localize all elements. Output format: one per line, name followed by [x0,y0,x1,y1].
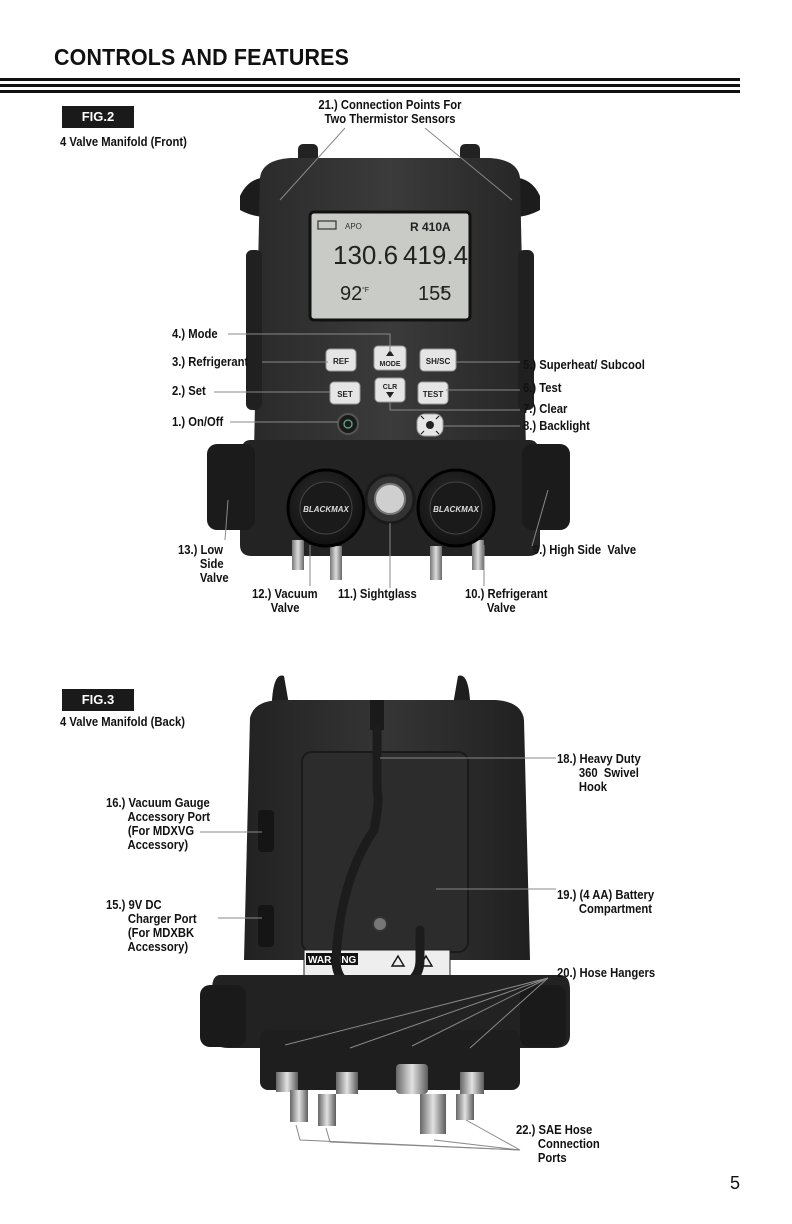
callout-on-off: 1.) On/Off [172,415,224,429]
callout-vacuum-valve: 12.) Vacuum Valve [252,587,318,615]
fig2-front-manifold-illustration: APO R 410A 130.6 419.4 92 °F 155 °F REF … [207,127,570,588]
high-side-valve-body [522,444,570,530]
callout-refrigerant-valve: 10.) Refrigerant Valve [465,587,548,615]
callout-backlight: 8.) Backlight [523,419,590,433]
callout-mode: 4.) Mode [172,327,218,341]
warning-triangle-icon [390,954,406,967]
lcd-refrigerant: R 410A [410,220,451,234]
lcd-high-temp: 155 [418,283,451,305]
callout-swivel-hook: 18.) Heavy Duty 360 Swivel Hook [557,752,641,794]
fig3-back-manifold-illustration: WARNING [200,675,570,1151]
back-valve-right [520,985,566,1047]
front-side-rib-right [518,250,534,410]
svg-text:BLACKMAX: BLACKMAX [433,505,479,514]
test-button[interactable]: TEST [417,381,449,405]
header-rule-middle [0,84,740,87]
front-fitting-3 [430,546,442,580]
callout-thermistor-connection-points: 21.) Connection Points For Two Thermisto… [318,98,462,126]
backlight-button[interactable] [416,413,444,437]
fig3-subtitle: 4 Valve Manifold (Back) [60,715,186,729]
lcd-status: APO [345,222,362,231]
power-icon [343,419,353,429]
svg-text:SH/SC: SH/SC [426,357,451,366]
callout-hose-hangers: 20.) Hose Hangers [557,966,656,980]
fig2-leader-lines [214,127,549,588]
callout-battery-compartment: 19.) (4 AA) Battery Compartment [557,888,655,916]
low-side-valve-body [207,444,255,530]
callout-test: 6.) Test [523,381,562,395]
ref-button[interactable]: REF [325,348,357,372]
battery-icon [317,220,337,230]
shsc-button[interactable]: SH/SC [419,348,457,372]
fig3-leader-lines [200,757,556,1151]
callout-clear: 7.) Clear [523,402,568,416]
arrow-up-icon [386,350,394,356]
lcd-low-temp-unit: °F [362,286,369,294]
svg-text:TEST: TEST [423,390,444,399]
sae-fitting [396,1064,446,1134]
callout-low-side-valve: 13.) Low Side Valve [178,543,229,585]
arrow-down-icon [386,392,394,398]
front-side-rib-left [246,250,262,410]
fig3-badge: FIG.3 [62,689,134,711]
sae-fitting [318,1072,358,1126]
lcd-low-pressure: 130.6 [333,240,398,270]
page-number: 5 [729,1173,740,1193]
lightbulb-icon [426,421,434,429]
callout-sightglass: 11.) Sightglass [338,587,417,601]
fig2-badge: FIG.2 [62,106,134,128]
back-lower-body [212,975,570,1048]
svg-text:BLACKMAX: BLACKMAX [303,505,349,514]
callout-sae-hose-ports: 22.) SAE Hose Connection Ports [516,1123,600,1165]
front-fitting-1 [292,540,304,570]
svg-text:CLR: CLR [383,384,397,391]
callout-set: 2.) Set [172,384,206,398]
vacuum-gauge-accessory-port [258,810,274,852]
callout-superheat-subcool: 5.) Superheat/ Subcool [523,358,645,372]
lcd-high-pressure: 419.4 [403,240,468,270]
svg-text:MODE: MODE [380,361,401,368]
front-fitting-4 [472,540,484,570]
lcd-high-temp-unit: °F [440,286,447,294]
vacuum-valve-knob[interactable]: BLACKMAX [286,468,366,548]
refrigerant-valve-knob[interactable]: BLACKMAX [416,468,496,548]
sae-fitting [276,1072,308,1122]
callout-refrigerant: 3.) Refrigerant [172,355,249,369]
back-port-block [260,1030,520,1090]
callout-vacuum-gauge-port: 16.) Vacuum Gauge Accessory Port (For MD… [106,796,211,852]
header-rule-bottom [0,90,740,93]
lcd-display [308,210,472,322]
svg-text:REF: REF [333,357,349,366]
charger-port [258,905,274,947]
callout-charger-port: 15.) 9V DC Charger Port (For MDXBK Acces… [106,898,197,954]
svg-text:SET: SET [337,390,353,399]
sightglass [364,473,416,525]
page-title: CONTROLS AND FEATURES [54,44,350,70]
sae-fitting [456,1072,484,1120]
battery-screw [372,916,388,932]
clear-button[interactable]: CLR [374,377,406,403]
fig2-subtitle: 4 Valve Manifold (Front) [60,135,187,149]
swivel-hook-mount [370,700,384,730]
callout-high-side-valve: 9.) High Side Valve [533,543,637,557]
power-button[interactable] [337,413,359,435]
back-valve-left [200,985,246,1047]
set-button[interactable]: SET [329,381,361,405]
front-fitting-2 [330,546,342,580]
lcd-low-temp: 92 [340,283,362,305]
header-rule-top [0,78,740,81]
